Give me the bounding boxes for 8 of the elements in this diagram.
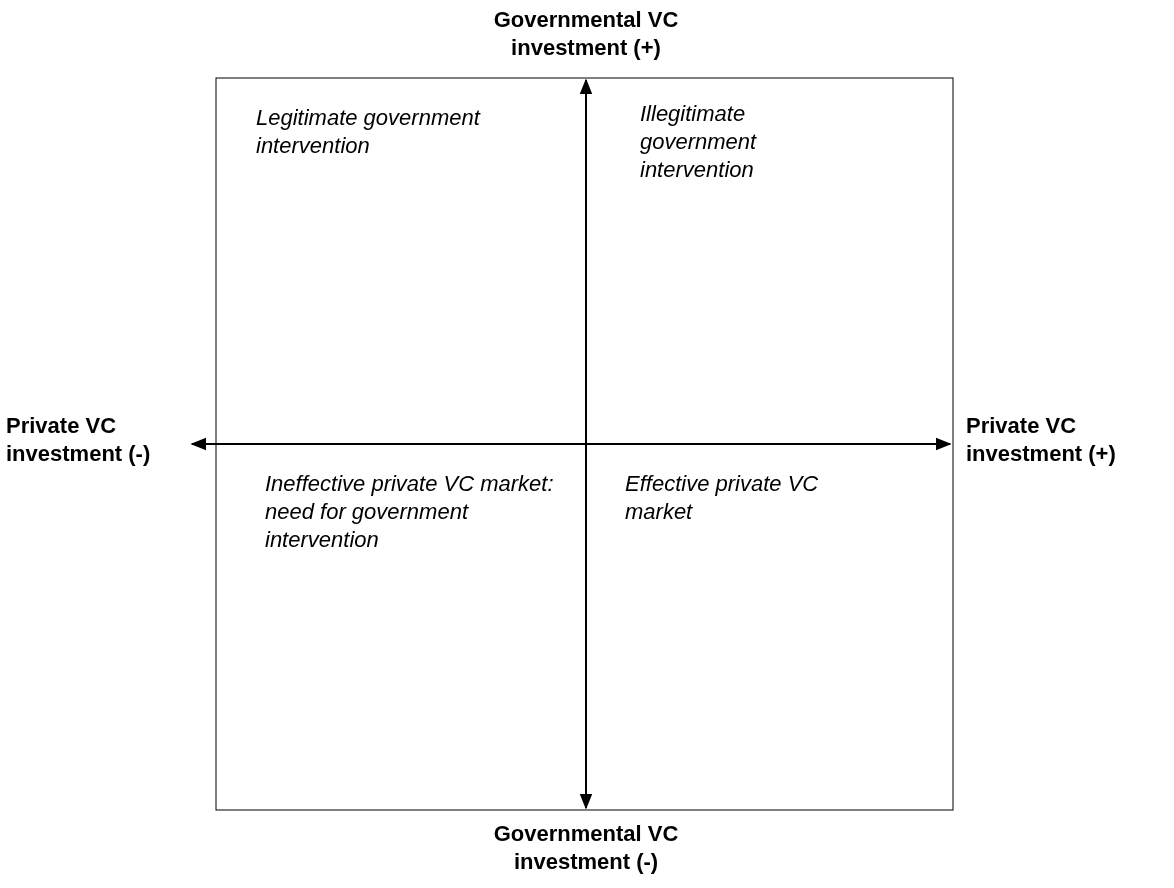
axis-label: Private VC investment (+) — [966, 412, 1117, 468]
axis-label: Governmental VC investment (-) — [492, 820, 680, 876]
quadrant-label: Ineffective private VC market: need for government intervention — [265, 470, 555, 554]
axis-label: Governmental VC investment (+) — [492, 6, 680, 62]
quadrant-label: Illegitimate government intervention — [640, 100, 758, 184]
axis-label: Private VC investment (-) — [6, 412, 152, 468]
quadrant-label: Legitimate government intervention — [256, 104, 482, 160]
quadrant-label: Effective private VC market — [625, 470, 820, 526]
